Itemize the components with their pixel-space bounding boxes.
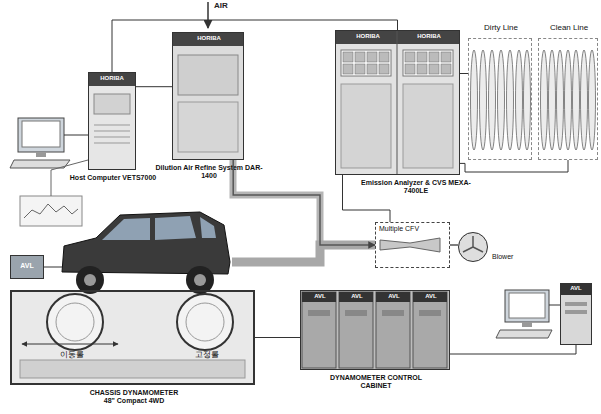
- connector-line: [460, 160, 568, 172]
- box-label: Multiple CFV: [379, 225, 448, 233]
- roll-label: 고정롤: [187, 350, 227, 359]
- brand-label: AVL: [340, 293, 374, 300]
- device-caption: Emission Analyzer & CVS MEXA-7400LE: [356, 179, 476, 195]
- cfv-box: Multiple CFV: [375, 222, 450, 268]
- connector-line: [136, 86, 172, 87]
- workstation: [10, 118, 88, 168]
- device-caption: DYNAMOMETER CONTROL CABINET: [326, 374, 426, 390]
- graph-panel: [20, 160, 88, 226]
- chassis-dynamometer: 이동롤고정롤CHASSIS DYNAMOMETER 48" Compact 4W…: [10, 290, 255, 385]
- sample-bags: [471, 50, 596, 150]
- connector-line: [450, 244, 458, 246]
- dilution-air-system: HORIBADilution Air Refine System DAR-140…: [172, 32, 244, 160]
- device-caption: Dilution Air Refine System DAR-1400: [149, 164, 269, 180]
- avl-device: AVL: [10, 255, 44, 279]
- dar-cabinet: [172, 2, 320, 245]
- sample-bag-group: Dirty Line: [468, 38, 532, 160]
- brand-label: HORIBA: [91, 75, 133, 82]
- suv-vehicle: [62, 212, 230, 294]
- brand-label: HORIBA: [401, 33, 457, 40]
- connector-line: [343, 175, 391, 222]
- sample-bag-group: Clean Line: [538, 38, 598, 160]
- group-label: Dirty Line: [469, 23, 533, 32]
- dyno-pit: [10, 290, 255, 385]
- avl-device: [10, 255, 62, 279]
- air-label: AIR: [214, 2, 228, 11]
- brand-label: AVL: [414, 293, 448, 300]
- brand-label: HORIBA: [177, 35, 241, 42]
- device-caption: CHASSIS DYNAMOMETER 48" Compact 4WD: [84, 389, 184, 405]
- control-cabinet: [300, 290, 450, 370]
- analyzer-cabinet: [335, 30, 460, 175]
- brand-label: HORIBA: [340, 33, 396, 40]
- connector-line: [233, 160, 375, 245]
- control-cabinet: AVLAVLAVLAVLDYNAMOMETER CONTROL CABINET: [300, 290, 450, 370]
- connector-line: [255, 337, 300, 338]
- connector-line: [460, 73, 468, 74]
- emission-analyzer: HORIBAHORIBAEmission Analyzer & CVS MEXA…: [335, 30, 460, 175]
- avl-workstation: [496, 283, 592, 345]
- connector-line: [112, 20, 398, 72]
- avl-computer: AVL: [560, 283, 592, 345]
- connector-line: [450, 345, 576, 354]
- roll-label: 이동롤: [52, 350, 92, 359]
- brand-label: AVL: [562, 285, 590, 292]
- brand-label: AVL: [12, 262, 42, 270]
- brand-label: AVL: [377, 293, 411, 300]
- box-label: Blower: [492, 253, 532, 261]
- host-computer: HORIBAHost Computer VETS7000: [88, 72, 136, 170]
- group-label: Clean Line: [539, 23, 599, 32]
- brand-label: AVL: [303, 293, 337, 300]
- host-cabinet: [88, 72, 136, 170]
- blower: Blower: [458, 232, 488, 262]
- device-caption: Host Computer VETS7000: [67, 174, 159, 182]
